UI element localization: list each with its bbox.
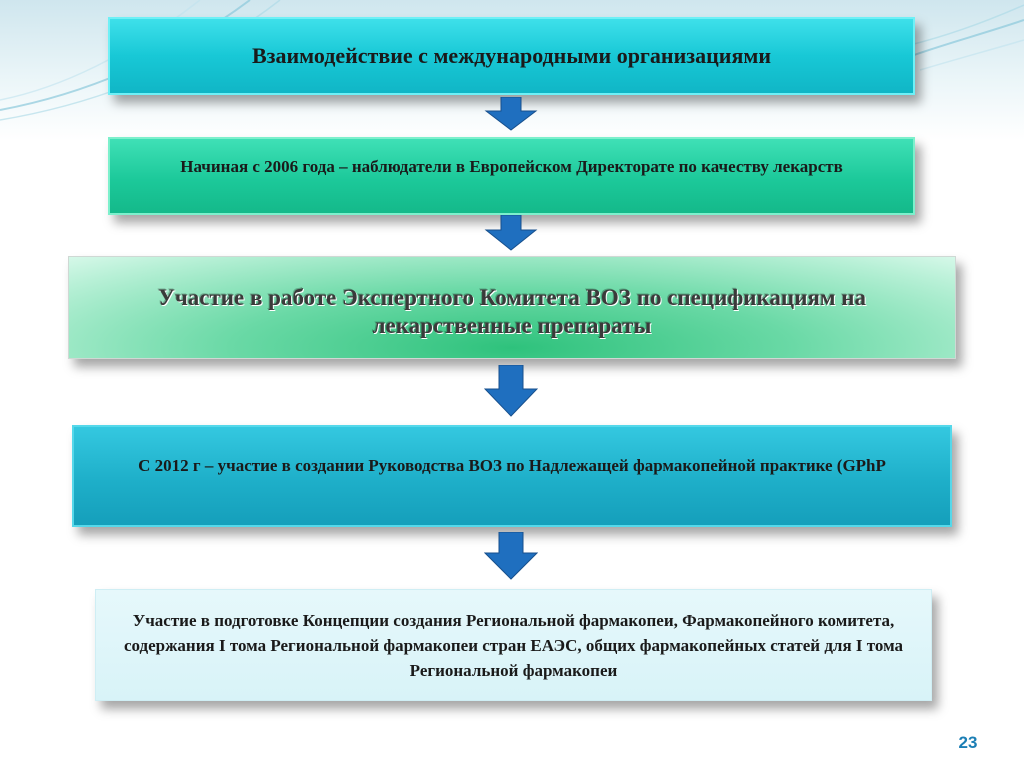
page-number: 23 <box>958 733 978 752</box>
flow-box-text: Участие в подготовке Концепции создания … <box>123 610 904 680</box>
down-arrow-icon <box>484 215 538 251</box>
flow-box-who-expert-committee: Участие в работе Экспертного Комитета ВО… <box>68 256 956 359</box>
down-arrow-icon <box>484 532 538 580</box>
flow-box-text: Участие в работе Экспертного Комитета ВО… <box>157 285 867 338</box>
flow-box-who-gphp: С 2012 г – участие в создании Руководств… <box>72 425 952 527</box>
flow-box-text: С 2012 г – участие в создании Руководств… <box>138 456 886 475</box>
flow-box-regional-pharmacopoeia: Участие в подготовке Концепции создания … <box>95 589 932 701</box>
flow-box-text: Начиная с 2006 года – наблюдатели в Евро… <box>180 157 843 176</box>
flow-box-text: Взаимодействие с международными организа… <box>251 43 772 68</box>
flow-box-international-cooperation: Взаимодействие с международными организа… <box>108 17 915 95</box>
down-arrow-icon <box>484 97 538 131</box>
down-arrow-icon <box>484 365 538 417</box>
flow-box-edqm-observers: Начиная с 2006 года – наблюдатели в Евро… <box>108 137 915 215</box>
